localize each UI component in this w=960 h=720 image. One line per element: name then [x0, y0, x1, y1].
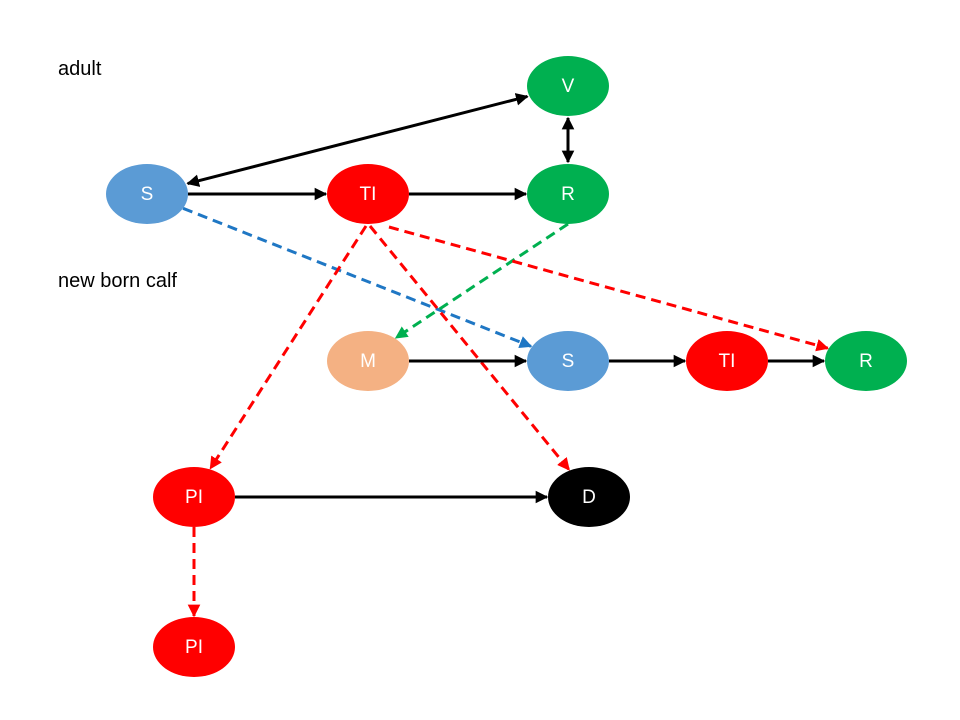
edge-layer: [182, 93, 829, 618]
node-calf-R-ellipse: [825, 331, 907, 391]
edge-adult-S-to-calf-S: [182, 206, 533, 349]
node-calf-R-label: R: [859, 351, 873, 372]
node-adult-S-label: S: [141, 184, 154, 205]
node-calf-TI: TI: [686, 331, 768, 391]
node-PI-1-ellipse: [153, 467, 235, 527]
edge-adult-TI-to-D: [368, 225, 571, 471]
node-PI-2-ellipse: [153, 617, 235, 677]
node-D-label: D: [582, 487, 596, 508]
node-PI-2: PI: [153, 617, 235, 677]
node-calf-S: S: [527, 331, 609, 391]
node-adult-R-ellipse: [527, 164, 609, 224]
node-calf-M-ellipse: [327, 331, 409, 391]
node-adult-R-label: R: [561, 184, 575, 205]
node-calf-TI-ellipse: [686, 331, 768, 391]
node-PI-1-label: PI: [185, 487, 203, 508]
edge-adult-R-to-calf-M: [394, 222, 569, 340]
node-adult-S-ellipse: [106, 164, 188, 224]
edge-adult-S-to-adult-V: [186, 93, 529, 187]
node-adult-V-ellipse: [527, 56, 609, 116]
edge-adult-TI-to-PI-1: [209, 225, 368, 470]
new-born-calf-section-label: new born calf: [58, 270, 177, 292]
node-calf-S-label: S: [562, 351, 575, 372]
node-adult-S: S: [106, 164, 188, 224]
node-PI-1: PI: [153, 467, 235, 527]
node-PI-2-label: PI: [185, 637, 203, 658]
node-calf-TI-label: TI: [719, 351, 736, 372]
edge-adult-TI-to-calf-R: [388, 225, 829, 352]
node-adult-TI-ellipse: [327, 164, 409, 224]
node-adult-V: V: [527, 56, 609, 116]
node-layer: V S TI R M S TI R PI D PI: [106, 56, 907, 677]
node-adult-R: R: [527, 164, 609, 224]
adult-section-label: adult: [58, 58, 102, 80]
node-D: D: [548, 467, 630, 527]
node-calf-R: R: [825, 331, 907, 391]
node-adult-V-label: V: [562, 76, 575, 97]
node-calf-M-label: M: [360, 351, 376, 372]
node-D-ellipse: [548, 467, 630, 527]
node-calf-M: M: [327, 331, 409, 391]
node-calf-S-ellipse: [527, 331, 609, 391]
node-adult-TI-label: TI: [360, 184, 377, 205]
node-adult-TI: TI: [327, 164, 409, 224]
